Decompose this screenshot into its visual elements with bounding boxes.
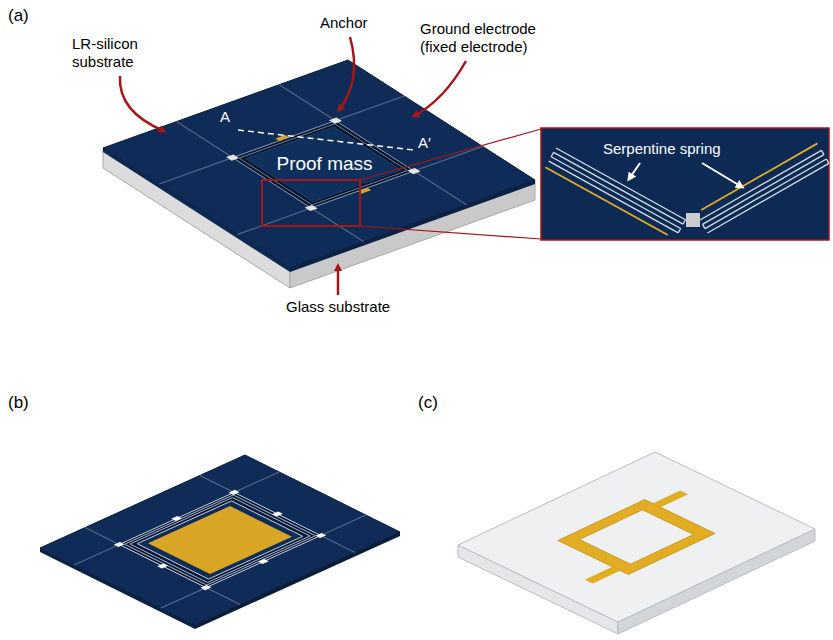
device-b-g-rect — [258, 559, 269, 564]
part-label: LR-silicon substrate — [72, 35, 167, 71]
device-b-g-g-line — [206, 588, 240, 605]
device-b-g-g-line — [85, 528, 119, 545]
leader-arrows-path — [414, 61, 466, 116]
device-b-g-g-line — [200, 475, 234, 492]
device-a-g-g-line — [238, 208, 312, 234]
section-mark: A — [220, 108, 230, 126]
device-b-g-g-line — [321, 515, 366, 535]
spring-inset-g-line — [707, 163, 828, 233]
spring-inset-g-line — [678, 228, 680, 232]
leader-arrows — [120, 37, 466, 295]
device-a-g-rect — [239, 124, 407, 205]
device-b-g-rect — [40, 455, 400, 625]
device-a-g-g-line — [311, 208, 363, 242]
device-a-line — [238, 130, 414, 150]
device-c — [458, 452, 815, 634]
spring-inset-g-line — [821, 150, 823, 154]
device-b-g-rect — [137, 501, 303, 579]
device-a-g-g-line — [159, 158, 233, 184]
spring-inset-text: Serpentine spring — [603, 140, 721, 158]
device-b-g-rect — [119, 492, 321, 587]
device-a-g-g-line — [177, 122, 233, 158]
device-b-g-g-line — [74, 544, 119, 564]
device-b-g-g-line — [321, 536, 355, 553]
device-b — [40, 455, 400, 629]
spring-inset: Serpentine spring — [541, 128, 829, 240]
device-b-g-rect — [171, 516, 182, 521]
device-a-g-rect — [408, 168, 421, 174]
device-b-g — [40, 455, 400, 625]
device-a-g-g — [103, 60, 535, 268]
spring-inset-path — [629, 163, 640, 179]
device-b-g-rect — [272, 511, 283, 516]
device-a-line — [360, 129, 541, 180]
device-a-line — [360, 226, 541, 239]
device-b-g-rect — [229, 490, 240, 495]
proof-mass-text: Proof mass — [274, 153, 375, 176]
spring-inset-g-line — [705, 159, 826, 229]
device-c-g-rect — [653, 490, 689, 507]
spring-inset-path — [702, 163, 742, 187]
spring-inset-g-line — [554, 152, 683, 224]
panel-letter: (c) — [418, 393, 438, 413]
device-a-g-rect — [275, 135, 289, 141]
spring-inset-g-line — [702, 155, 823, 225]
device-c-g-rect — [585, 567, 621, 584]
leader-arrows-path — [120, 76, 164, 131]
device-a-g-g-line — [279, 85, 335, 121]
device-a-g-rect — [103, 60, 535, 268]
device-c-g — [458, 452, 815, 622]
leader-arrows-path — [339, 37, 354, 110]
panel-letter: (a) — [8, 6, 29, 26]
device-c-g-rect — [458, 452, 815, 622]
device-b-g-g-line — [161, 588, 206, 608]
device-b-g-g — [40, 455, 400, 625]
part-label: Anchor — [320, 14, 368, 32]
spring-inset-g-line — [551, 157, 680, 229]
device-a-g-g-line — [414, 171, 466, 205]
spring-inset-g-line — [683, 220, 685, 224]
device-a — [103, 60, 541, 288]
device-a-g-rect — [233, 121, 414, 208]
device-a-rect — [262, 180, 360, 226]
device-b-g-rect — [125, 495, 316, 585]
spring-inset-g-line — [700, 150, 821, 220]
proof-mass: Proof mass — [274, 153, 375, 178]
device-a-g-rect — [305, 205, 318, 211]
spring-inset-g-line — [702, 224, 704, 228]
section-mark: A′ — [418, 134, 431, 152]
device-b-g-g-line — [234, 472, 279, 492]
device-b-g-rect — [148, 506, 292, 574]
spring-inset-rect — [686, 213, 700, 227]
device-b-g-rect — [114, 542, 125, 547]
device-c-g-path — [558, 500, 715, 575]
spring-inset-g-line — [551, 152, 553, 156]
device-a-g-rect — [226, 154, 239, 160]
spring-inset-g-line — [545, 167, 667, 235]
spring-inset-g — [545, 148, 685, 239]
spring-inset-g-line — [549, 161, 678, 233]
panel-letter: (b) — [8, 393, 29, 413]
device-a-g-rect — [329, 118, 342, 124]
device-b-g-rect — [130, 498, 310, 583]
spring-inset-g-line — [826, 159, 828, 163]
device-b-g-rect — [201, 585, 212, 590]
spring-inset-rect — [541, 128, 829, 240]
part-label: Ground electrode (fixed electrode) — [420, 20, 555, 56]
device-b-g-rect — [315, 533, 326, 538]
device-a-g-rect — [246, 127, 402, 202]
spring-inset — [541, 128, 829, 240]
leader-arrows-path — [337, 266, 340, 295]
device-a-g — [103, 60, 535, 268]
part-label: Glass substrate — [286, 298, 390, 316]
device-b-g-rect — [157, 563, 168, 568]
